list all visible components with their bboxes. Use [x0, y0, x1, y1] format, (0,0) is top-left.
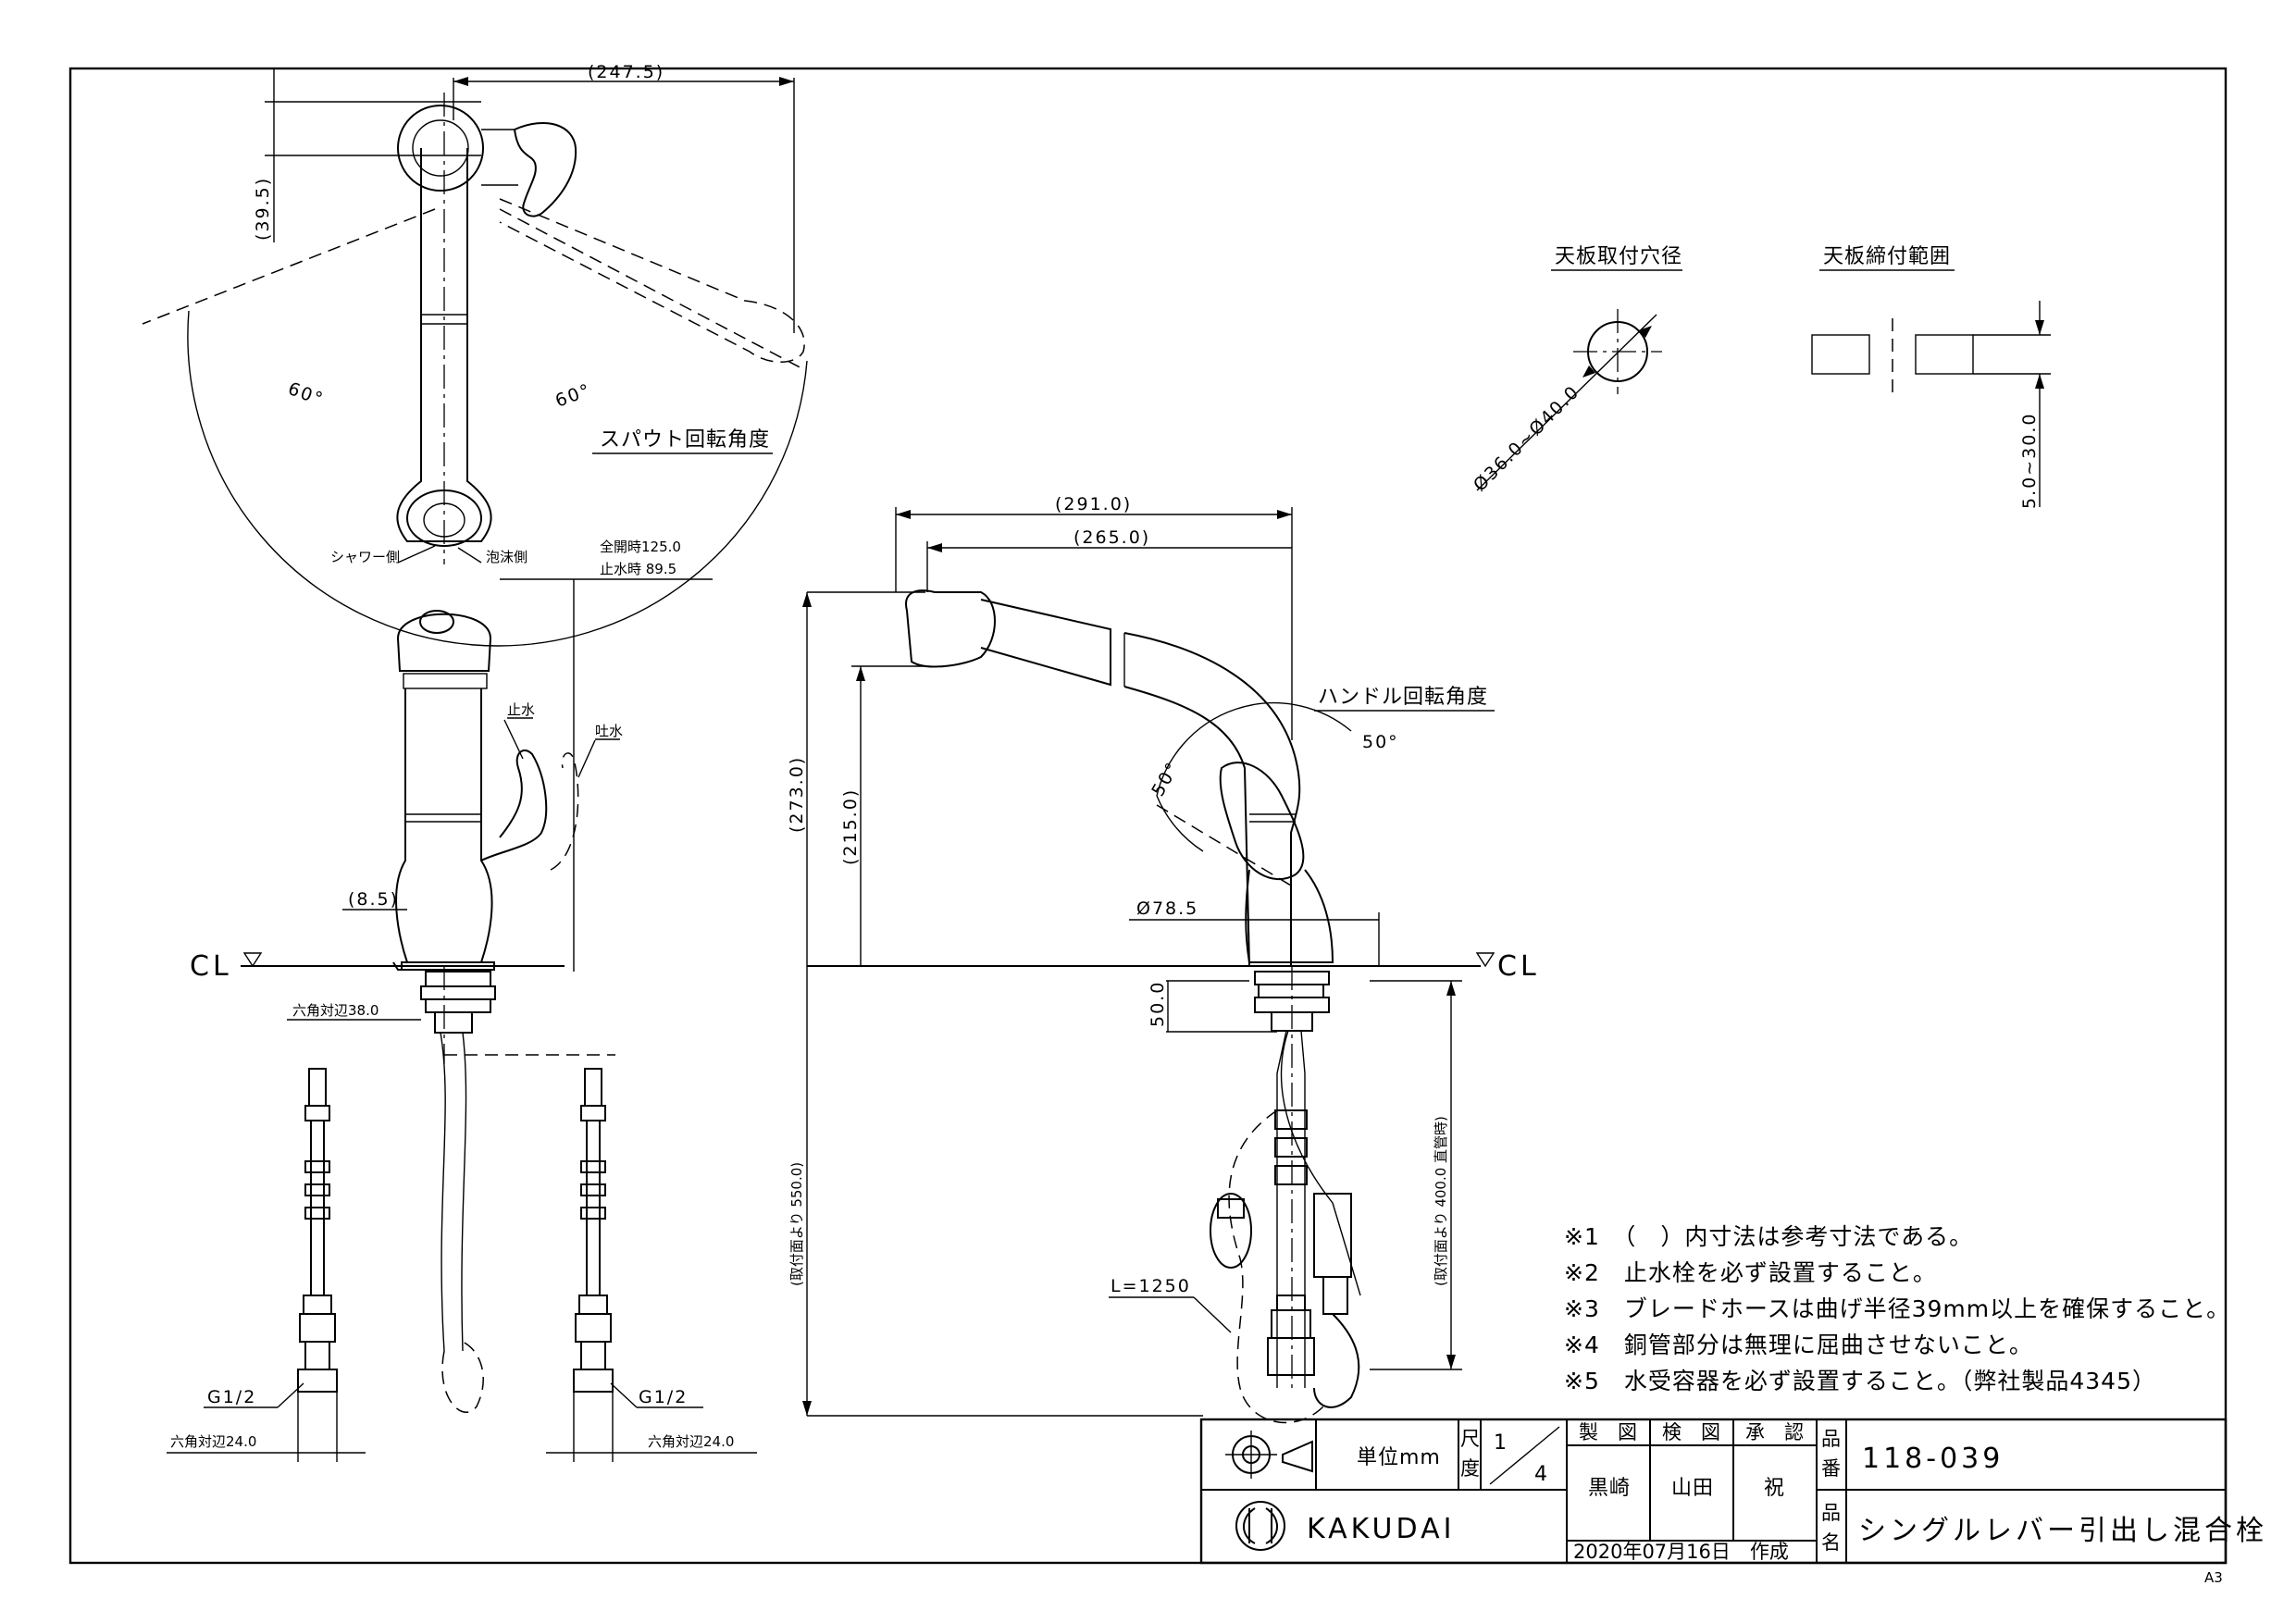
dim-215: (215.0) [840, 788, 861, 865]
front-view: 全開時125.0 止水時 89.5 止水 吐水 (8.5) CL 六角対辺38.… [167, 539, 757, 1462]
product-name: シングルレバー引出し混合栓 [1858, 1515, 2267, 1547]
unit-label: 単位mm [1357, 1446, 1441, 1469]
foam-side-label: 泡沫側 [486, 549, 527, 565]
hole-title: 天板取付穴径 [1555, 245, 1682, 268]
checked-by: 山田 [1671, 1477, 1714, 1500]
full-open-dim: 全開時125.0 [600, 539, 681, 555]
clamp-detail: 天板締付範囲 5.0~30.0 [1811, 245, 2051, 509]
notes: ※1 （ ）内寸法は参考寸法である。 ※2 止水栓を必ず設置すること。 ※3 ブ… [1564, 1223, 2230, 1394]
note-2: ※2 止水栓を必ず設置すること。 [1564, 1259, 1937, 1286]
hose-length-label: L=1250 [1111, 1276, 1191, 1296]
col-drawn-header: 製 図 [1579, 1421, 1637, 1443]
col-approved-header: 承 認 [1745, 1421, 1804, 1443]
offset-dim: (8.5) [348, 889, 399, 910]
g12-left-label: G1/2 [207, 1387, 256, 1407]
angle-50-left: 50° [1148, 758, 1184, 799]
dim-top-width: (247.5) [588, 62, 664, 82]
spout-rotation-label: スパウト回転角度 [600, 428, 770, 452]
hex24-left-label: 六角対辺24.0 [170, 1433, 256, 1450]
cl-right-label: CL [1497, 950, 1540, 983]
part-label-1: 品 [1821, 1428, 1841, 1450]
name-label-2: 名 [1821, 1531, 1841, 1554]
left-supply-hose [297, 1068, 338, 1393]
dim-273: (273.0) [787, 756, 807, 833]
kakudai-logo: KAKUDAI [1235, 1501, 1455, 1551]
scale-label-1: 尺 [1460, 1428, 1480, 1450]
paper-size: A3 [2204, 1569, 2223, 1586]
date-label: 2020年07月16日 作成 [1573, 1541, 1789, 1563]
projection-symbol [1225, 1431, 1313, 1479]
shower-side-label: シャワー側 [330, 549, 400, 565]
clamp-title: 天板締付範囲 [1823, 245, 1951, 268]
dim-265: (265.0) [1074, 527, 1150, 548]
part-number: 118-039 [1862, 1443, 2004, 1475]
angle-left: 60° [285, 378, 327, 410]
title-block: 単位mm 尺 度 1 4 製 図 検 図 承 認 黒崎 山田 祝 2020年07… [1199, 1418, 2267, 1565]
note-4: ※4 銅管部分は無理に屈曲させないこと。 [1564, 1332, 2033, 1358]
scale-label-2: 度 [1460, 1457, 1480, 1480]
stop-label: 止水 [507, 701, 535, 718]
note-3: ※3 ブレードホースは曲げ半径39mm以上を確保すること。 [1564, 1295, 2230, 1322]
hex38-dim: 六角対辺38.0 [292, 1002, 379, 1019]
discharge-label: 吐水 [595, 723, 623, 739]
brand-name: KAKUDAI [1307, 1513, 1455, 1545]
col-checked-header: 検 図 [1662, 1421, 1720, 1443]
approved-by: 祝 [1764, 1477, 1785, 1500]
name-label-1: 品 [1821, 1502, 1841, 1524]
note-1: ※1 （ ）内寸法は参考寸法である。 [1564, 1223, 1973, 1250]
dim-291: (291.0) [1055, 494, 1132, 514]
dim-50: 50.0 [1148, 981, 1168, 1027]
scale-numerator: 1 [1494, 1431, 1508, 1455]
drawn-by: 黒崎 [1588, 1477, 1631, 1500]
right-supply-hose [573, 1068, 614, 1393]
handle-rotation-label: ハンドル回転角度 [1318, 686, 1488, 709]
dia-785: Ø78.5 [1136, 898, 1198, 919]
angle-50-right: 50° [1362, 732, 1399, 752]
scale-denominator: 4 [1534, 1463, 1548, 1486]
hole-detail: 天板取付穴径 Ø36.0~Ø40.0 [1470, 245, 1682, 496]
hex24-right-label: 六角対辺24.0 [648, 1433, 734, 1450]
hole-dim: Ø36.0~Ø40.0 [1470, 381, 1583, 495]
dim-550: (取付面より 550.0) [788, 1162, 805, 1286]
clamp-dim: 5.0~30.0 [2019, 413, 2040, 509]
side-view: (291.0) (265.0) (273.0) (215.0) ハンドル回転角度… [787, 494, 1540, 1424]
drawing-frame [68, 67, 2228, 1565]
top-view: (247.5) (39.5) 60° 60° スパウト回転角度 シャワー側 泡沫… [142, 62, 808, 647]
part-label-2: 番 [1821, 1457, 1841, 1480]
cl-left-label: CL [190, 950, 232, 983]
dim-top-offset: (39.5) [253, 177, 273, 241]
stop-water-dim: 止水時 89.5 [600, 561, 676, 577]
angle-right: 60° [552, 379, 594, 411]
note-5: ※5 水受容器を必ず設置すること。（弊社製品4345） [1564, 1368, 2156, 1394]
g12-right-label: G1/2 [639, 1387, 688, 1407]
dim-400: (取付面より 400.0 直管時) [1433, 1116, 1449, 1286]
